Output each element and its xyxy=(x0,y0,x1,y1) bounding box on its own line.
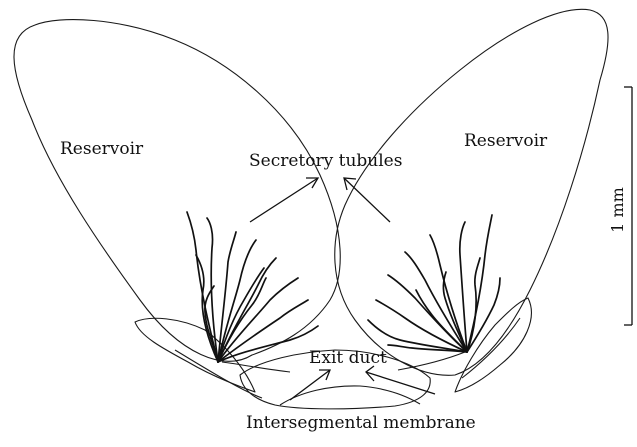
right-exit-duct xyxy=(398,352,465,370)
tubule xyxy=(218,278,298,362)
tubules-arrow-right xyxy=(344,178,390,222)
reservoir-left-label: Reservoir xyxy=(60,139,144,159)
tubules-arrow-left xyxy=(250,178,318,222)
exit-duct-arrow-left xyxy=(290,370,330,400)
right-reservoir-outline xyxy=(335,9,608,375)
right-secretory-tubules xyxy=(368,215,500,352)
scale-bar-label: 1 mm xyxy=(608,187,627,233)
secretory-tubules-label: Secretory tubules xyxy=(249,151,402,171)
reservoir-right-label: Reservoir xyxy=(464,131,548,151)
left-secretory-tubules xyxy=(187,212,318,362)
intersegmental-membrane-inner xyxy=(280,386,420,405)
tubule xyxy=(460,222,467,352)
intersegmental-membrane-label: Intersegmental membrane xyxy=(246,413,476,433)
tubule xyxy=(416,290,467,352)
exit-duct-label: Exit duct xyxy=(309,348,387,368)
right-flap-inner xyxy=(462,318,520,378)
tubule xyxy=(467,278,500,352)
left-exit-duct xyxy=(222,362,290,372)
exit-duct-arrow-right xyxy=(366,366,435,394)
